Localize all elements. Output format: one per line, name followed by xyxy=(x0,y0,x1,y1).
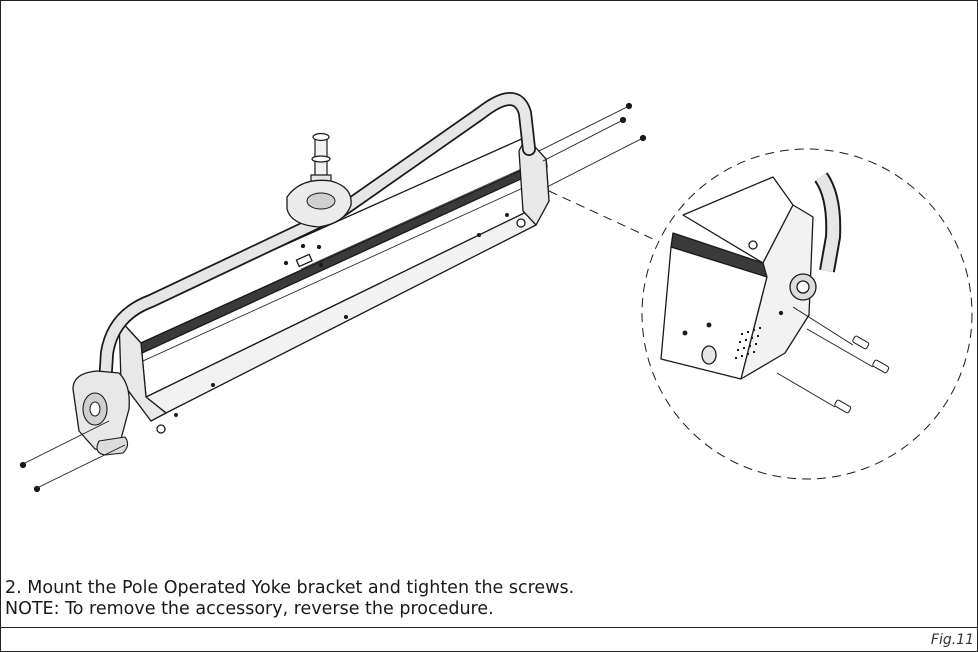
screws-detail xyxy=(776,306,890,414)
fixture-body xyxy=(118,136,550,434)
figure-number: Fig.11 xyxy=(930,632,974,648)
detail-view xyxy=(660,172,842,380)
instruction-text: 2. Mount the Pole Operated Yoke bracket … xyxy=(5,578,965,620)
note-text: NOTE: To remove the accessory, reverse t… xyxy=(5,599,494,619)
step-2-text: 2. Mount the Pole Operated Yoke bracket … xyxy=(5,578,575,598)
screws-main xyxy=(19,102,647,493)
assembly-illustration xyxy=(19,92,973,493)
divider-line xyxy=(0,627,978,628)
detail-callout xyxy=(548,148,973,480)
pole-yoke xyxy=(72,92,536,456)
